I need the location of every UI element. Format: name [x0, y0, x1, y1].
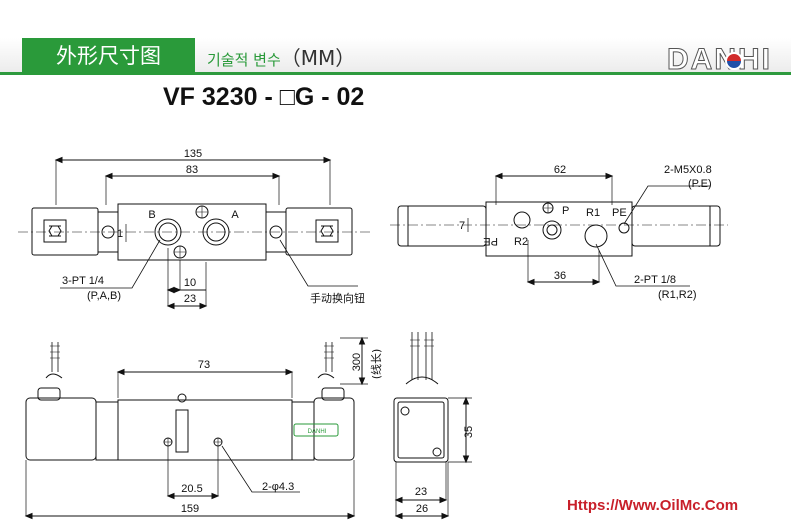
brand-logo-text: DANHI — [667, 43, 772, 76]
header-bar: 外形尺寸图 기술적 변수（MM） — [0, 38, 791, 75]
dim-10: 10 — [184, 277, 196, 289]
header-subtitle-korean: 기술적 변수 — [207, 51, 281, 69]
nameplate-logo: DANHI — [308, 429, 327, 435]
dim-1: 1 — [117, 228, 123, 240]
manual-override-callout: 手动换向钮 — [310, 291, 365, 305]
port-pe-label-top: PE — [612, 207, 627, 219]
dim-62: 62 — [554, 164, 566, 176]
dim-83: 83 — [186, 164, 198, 176]
website-url[interactable]: Https://Www.OilMc.Com — [567, 497, 739, 514]
top-view-left — [18, 156, 372, 310]
dim-135: 135 — [184, 148, 202, 160]
dim-300: 300 — [351, 353, 363, 371]
header-title: 外形尺寸图 — [22, 38, 195, 75]
port-b-label: B — [148, 209, 155, 221]
port-p-label: P — [562, 205, 569, 217]
r-callout: 2-PT 1/8 — [634, 274, 676, 286]
pe-callout-sub: (P.E) — [688, 178, 712, 190]
front-view-left — [24, 336, 368, 520]
ports-callout: 3-PT 1/4 — [62, 275, 104, 287]
port-a-label: A — [231, 209, 239, 221]
port-r2-label: R2 — [514, 236, 528, 248]
ports-callout-sub: (P,A,B) — [87, 290, 121, 302]
dim-23-bottom: 23 — [415, 486, 427, 498]
header-subtitle: 기술적 변수（MM） — [207, 42, 355, 71]
top-view-right — [390, 172, 728, 287]
dim-23-top: 23 — [184, 293, 196, 305]
flag-icon — [725, 52, 743, 70]
model-number: VF 3230 - □G - 02 — [163, 83, 365, 111]
r-callout-sub: (R1,R2) — [658, 289, 697, 301]
dim-159: 159 — [181, 503, 199, 515]
dim-35: 35 — [463, 426, 475, 438]
header-subtitle-unit: （MM） — [280, 46, 356, 70]
dim-7: 7 — [459, 220, 465, 232]
port-pe-label-bottom: PE — [483, 235, 498, 247]
port-r1-label: R1 — [586, 207, 600, 219]
side-view-right — [393, 332, 472, 520]
holes-callout: 2-φ4.3 — [262, 481, 294, 493]
dim-20-5: 20.5 — [181, 483, 202, 495]
lead-length-note: (线长) — [369, 349, 383, 380]
dim-36: 36 — [554, 270, 566, 282]
brand-logo: DANHI — [667, 43, 785, 76]
dim-26: 26 — [416, 503, 428, 515]
dim-73: 73 — [198, 359, 210, 371]
pe-callout: 2-M5X0.8 — [664, 164, 712, 176]
